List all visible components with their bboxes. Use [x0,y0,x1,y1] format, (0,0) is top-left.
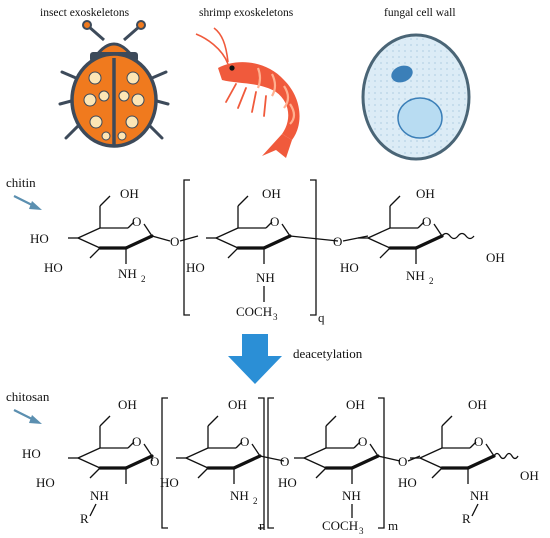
svg-text:O: O [358,434,367,449]
svg-text:O: O [422,214,431,229]
chitin-label: chitin [6,175,36,190]
chitosan-label: chitosan [6,389,50,404]
svg-text:R: R [80,511,89,526]
deacetylation-arrow [228,334,282,384]
shrimp-icon [195,27,300,158]
chitosan-repeat-unit-m: OH HO O NH COCH 3 m O [267,397,421,536]
source-label-fungal: fungal cell wall [384,7,456,19]
svg-text:NH: NH [230,488,249,503]
svg-text:NH: NH [470,488,489,503]
svg-text:O: O [474,434,483,449]
svg-text:O: O [170,234,179,249]
chitosan-pointer-arrow [13,409,42,424]
svg-text:NH: NH [342,488,361,503]
chitosan-unit-1: OH HO HO O NH R O [22,397,159,526]
chitin-unit-1: OH HO HO O NH 2 O [30,186,199,284]
svg-text:2: 2 [253,496,258,506]
svg-text:O: O [240,434,249,449]
source-label-shrimp: shrimp exoskeletons [199,7,294,19]
svg-text:O: O [132,214,141,229]
svg-text:HO: HO [186,260,205,275]
svg-text:3: 3 [359,526,364,536]
svg-text:O: O [398,454,407,469]
svg-text:O: O [132,434,141,449]
svg-text:O: O [270,214,279,229]
svg-text:R: R [462,511,471,526]
fungal-cell-icon [361,33,471,161]
svg-text:HO: HO [160,475,179,490]
svg-text:COCH: COCH [236,304,272,319]
svg-text:HO: HO [340,260,359,275]
svg-text:OH: OH [468,397,487,412]
svg-text:O: O [333,234,342,249]
svg-text:HO: HO [30,231,49,246]
svg-text:NH: NH [256,270,275,285]
ladybug-icon [58,20,170,148]
svg-text:OH: OH [416,186,435,201]
svg-text:OH: OH [520,468,539,483]
svg-text:OH: OH [120,186,139,201]
svg-text:COCH: COCH [322,518,358,533]
chitosan-subscript-n: n [259,518,266,533]
svg-text:OH: OH [118,397,137,412]
svg-text:HO: HO [22,446,41,461]
svg-text:NH: NH [118,266,137,281]
svg-text:OH: OH [262,186,281,201]
chitin-subscript-q: q [318,310,325,325]
chitin-pointer-arrow [13,195,42,210]
chitosan-subscript-m: m [388,518,398,533]
svg-text:NH: NH [90,488,109,503]
deacetylation-label: deacetylation [293,346,363,361]
svg-text:O: O [280,454,289,469]
svg-text:2: 2 [429,276,434,286]
svg-text:3: 3 [273,312,278,322]
svg-text:HO: HO [44,260,63,275]
chitin-unit-end: OH HO O NH 2 OH [340,186,505,286]
svg-text:HO: HO [398,475,417,490]
chitosan-repeat-unit-n: OH HO O NH 2 n O [160,397,289,533]
svg-text:HO: HO [36,475,55,490]
svg-text:2: 2 [141,274,146,284]
chitosan-unit-end: OH HO O NH R OH [398,397,539,526]
svg-text:O: O [150,454,159,469]
svg-text:OH: OH [346,397,365,412]
source-label-insect: insect exoskeletons [40,7,130,19]
svg-text:NH: NH [406,268,425,283]
svg-text:OH: OH [228,397,247,412]
svg-text:OH: OH [486,250,505,265]
svg-text:HO: HO [278,475,297,490]
chitin-repeat-unit: OH HO O NH COCH 3 q O [183,179,369,325]
